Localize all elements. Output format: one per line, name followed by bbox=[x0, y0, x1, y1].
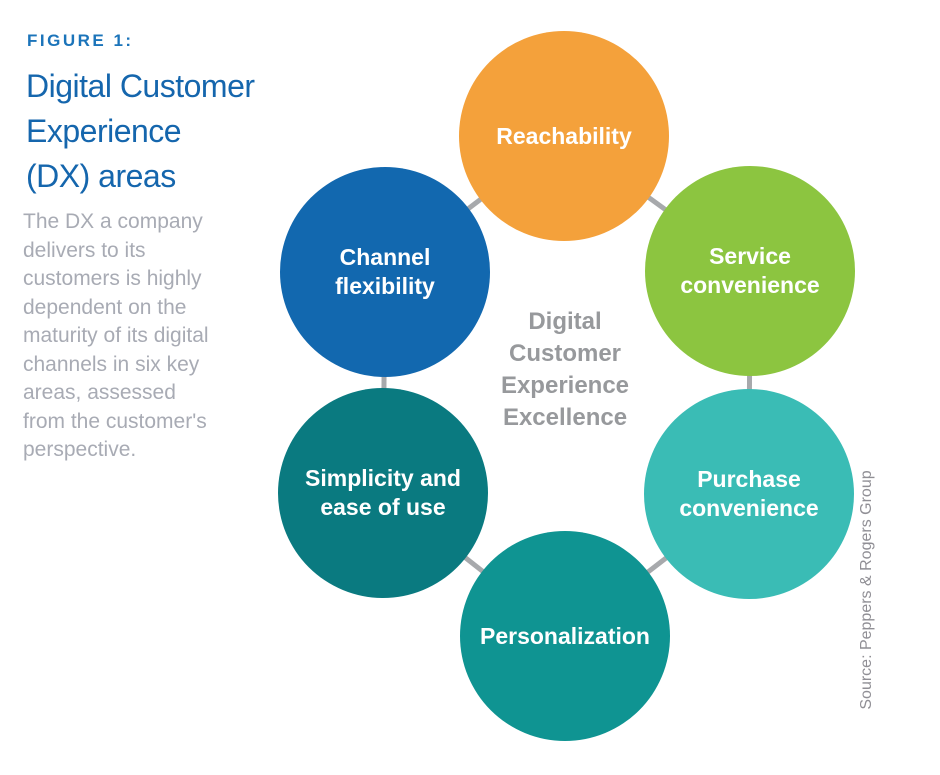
figure-number-label: FIGURE 1: bbox=[27, 31, 134, 50]
description-line: The DX a company bbox=[23, 210, 203, 233]
description-line: from the customer's bbox=[23, 409, 207, 433]
description-line: channels in six key bbox=[23, 352, 200, 376]
circle-simplicity: Simplicity and ease of use bbox=[278, 388, 488, 598]
circle-label-service-convenience: Service convenience bbox=[680, 243, 820, 298]
circle-personalization: Personalization bbox=[460, 531, 670, 741]
figure-title-line: Experience bbox=[26, 113, 182, 149]
figure-description: The DX a company delivers to its custome… bbox=[23, 208, 209, 465]
description-line: areas, assessed bbox=[23, 381, 176, 404]
description-line: maturity of its digital bbox=[23, 324, 209, 347]
circle-label-channel-flexibility: Channel flexibility bbox=[335, 244, 435, 299]
circle-service-convenience: Service convenience bbox=[645, 166, 855, 376]
description-line: dependent on the bbox=[23, 295, 187, 319]
description-line: delivers to its bbox=[23, 238, 146, 262]
center-title-line: Customer bbox=[508, 340, 622, 367]
figure-title: Digital Customer Experience (DX) areas bbox=[26, 64, 255, 199]
center-title: Digital Customer Experience Excellence bbox=[455, 306, 675, 434]
circle-reachability: Reachability bbox=[459, 31, 669, 241]
center-title-line: Experience bbox=[500, 372, 630, 399]
center-title-line: Digital bbox=[528, 308, 602, 335]
description-line: customers is highly bbox=[23, 267, 202, 290]
circle-label-simplicity: Simplicity and ease of use bbox=[305, 465, 461, 520]
circle-channel-flexibility: Channel flexibility bbox=[280, 167, 490, 377]
center-title-line: Excellence bbox=[502, 404, 628, 431]
circle-label-personalization: Personalization bbox=[480, 622, 650, 649]
circle-label-reachability: Reachability bbox=[496, 122, 632, 149]
source-credit: Source: Peppers & Rogers Group bbox=[858, 470, 875, 710]
circle-label-purchase-convenience: Purchase convenience bbox=[679, 466, 819, 521]
figure-title-line: (DX) areas bbox=[26, 158, 176, 194]
description-line: perspective. bbox=[23, 438, 137, 461]
figure-title-line: Digital Customer bbox=[26, 68, 255, 104]
circle-purchase-convenience: Purchase convenience bbox=[644, 389, 854, 599]
